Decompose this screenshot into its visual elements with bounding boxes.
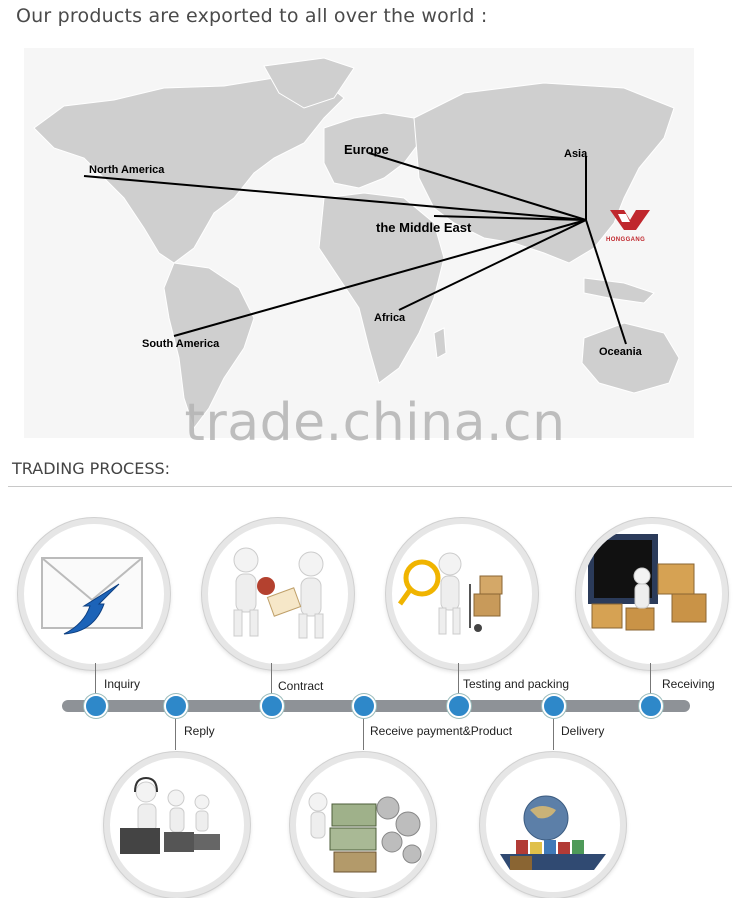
- region-europe: Europe: [344, 142, 389, 157]
- trading-process-title: TRADING PROCESS:: [12, 459, 171, 478]
- connector-receiving: [650, 663, 651, 703]
- section-divider: [8, 486, 732, 487]
- receiving-illustration: [576, 518, 728, 670]
- route-middle-east: [433, 215, 587, 221]
- connector-testing: [458, 663, 459, 703]
- process-timeline: [62, 700, 690, 712]
- route-south-america: [173, 219, 587, 337]
- region-asia: Asia: [564, 148, 588, 160]
- region-africa: Africa: [374, 312, 406, 324]
- inquiry-illustration: [18, 518, 170, 670]
- step-dot-contract: [260, 694, 284, 718]
- step-label-inquiry: Inquiry: [104, 677, 141, 691]
- region-oceania: Oceania: [599, 346, 642, 358]
- world-map-graphic: [24, 48, 694, 438]
- step-label-reply: Reply: [184, 724, 215, 738]
- honggang-logo: HONGGANG: [606, 206, 652, 243]
- payment-illustration: [290, 752, 436, 898]
- route-north-america: [83, 175, 587, 221]
- step-label-payment: Receive payment&Product: [370, 724, 513, 738]
- region-middle-east: the Middle East: [376, 220, 472, 235]
- connector-contract: [271, 663, 272, 703]
- logo-brand-text: HONGGANG: [606, 237, 646, 243]
- region-south-america: South America: [142, 338, 220, 350]
- step-dot-delivery: [542, 694, 566, 718]
- region-north-america: North America: [89, 164, 165, 176]
- connector-inquiry: [95, 663, 96, 703]
- step-dot-testing: [447, 694, 471, 718]
- page-title: Our products are exported to all over th…: [16, 5, 488, 27]
- connector-delivery: [553, 710, 554, 750]
- step-label-delivery: Delivery: [561, 724, 605, 738]
- step-dot-payment: [352, 694, 376, 718]
- step-dot-reply: [164, 694, 188, 718]
- testing-packing-illustration: [386, 518, 538, 670]
- step-dot-receiving: [639, 694, 663, 718]
- step-dot-inquiry: [84, 694, 108, 718]
- route-oceania: [585, 219, 627, 345]
- step-label-contract: Contract: [278, 679, 324, 693]
- watermark: trade.china.cn: [184, 393, 566, 453]
- honggang-logo-icon: [610, 210, 650, 230]
- route-africa: [398, 219, 587, 311]
- world-map: North America Europe Asia the Middle Eas…: [24, 48, 694, 438]
- contract-illustration: [202, 518, 354, 670]
- reply-illustration: [104, 752, 250, 898]
- route-europe: [368, 152, 587, 221]
- connector-payment: [363, 710, 364, 750]
- delivery-illustration: [480, 752, 626, 898]
- step-label-testing: Testing and packing: [463, 677, 570, 691]
- step-label-receiving: Receiving: [662, 677, 715, 691]
- connector-reply: [175, 710, 176, 750]
